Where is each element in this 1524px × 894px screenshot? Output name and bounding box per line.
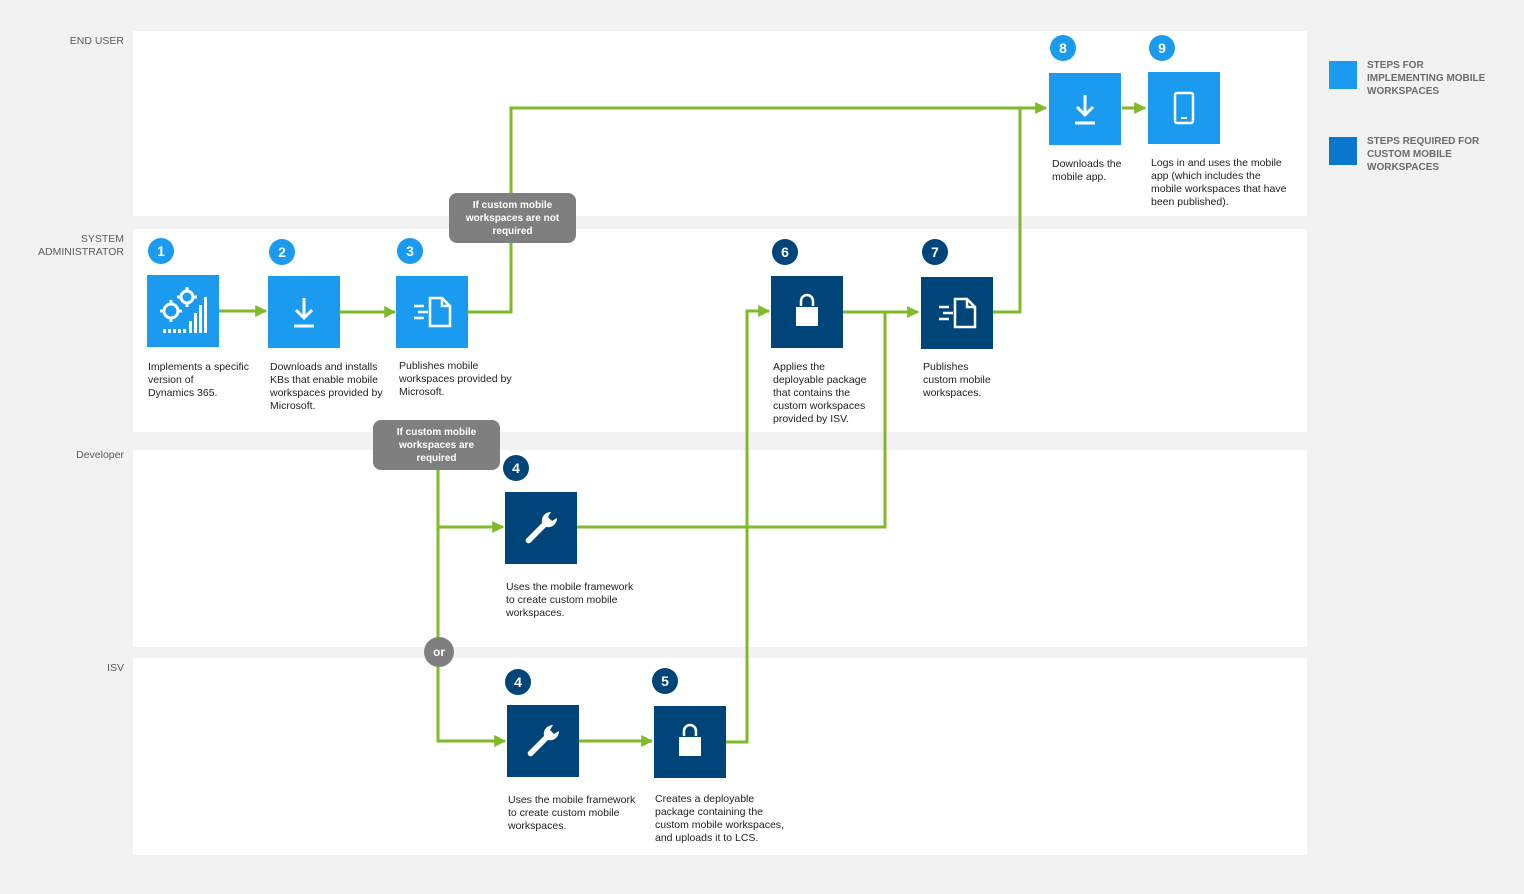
connector-dev4-7 xyxy=(577,312,887,529)
step-1-box[interactable] xyxy=(147,275,219,347)
step-6-caption: Applies the deployable package that cont… xyxy=(773,361,867,425)
step-5-caption: Creates a deployable package containing … xyxy=(655,793,784,844)
mobile-device-icon xyxy=(1173,91,1195,125)
step-8-box[interactable] xyxy=(1049,73,1121,145)
gears-chart-icon xyxy=(160,287,207,333)
lane-label-system-administrator: SYSTEM ADMINISTRATOR xyxy=(38,233,124,258)
step-3-badge: 3 xyxy=(397,238,423,264)
lane-label-isv: ISV xyxy=(107,662,124,674)
step-4-developer-box[interactable] xyxy=(505,492,577,564)
or-badge: or xyxy=(424,637,454,667)
step-4-isv-caption: Uses the mobile framework to create cust… xyxy=(508,794,636,832)
connector-7-8 xyxy=(993,108,1022,314)
step-9-badge: 9 xyxy=(1149,35,1175,61)
step-1-caption: Implements a specific version of Dynamic… xyxy=(148,361,249,399)
wrench-icon xyxy=(527,724,560,757)
step-3-caption: Publishes mobile workspaces provided by … xyxy=(399,360,512,398)
step-9-caption: Logs in and uses the mobile app (which i… xyxy=(1151,157,1287,208)
step-2-caption: Downloads and installs KBs that enable m… xyxy=(270,361,383,412)
step-5-box[interactable] xyxy=(654,706,726,778)
step-4-isv-badge: 4 xyxy=(505,669,531,695)
step-7-badge: 7 xyxy=(922,239,948,265)
step-7-box[interactable] xyxy=(921,277,993,349)
step-2-badge: 2 xyxy=(269,239,295,265)
publish-icon xyxy=(414,296,452,328)
lane-developer xyxy=(133,450,1307,647)
lane-label-developer: Developer xyxy=(76,449,124,461)
lane-label-end-user: END USER xyxy=(69,35,124,47)
step-6-box[interactable] xyxy=(771,276,843,348)
step-4-developer-badge: 4 xyxy=(503,455,529,481)
callout-not-required: If custom mobile workspaces are not requ… xyxy=(449,193,576,243)
step-8-badge: 8 xyxy=(1050,35,1076,61)
step-6-badge: 6 xyxy=(772,239,798,265)
legend-swatch-custom xyxy=(1329,137,1357,165)
legend-text-implementing: STEPS FOR IMPLEMENTING MOBILE WORKSPACES xyxy=(1367,60,1486,97)
package-icon xyxy=(679,723,701,756)
step-8-caption: Downloads the mobile app. xyxy=(1052,158,1122,183)
package-icon xyxy=(796,293,818,326)
step-1-badge: 1 xyxy=(148,238,174,264)
step-4-developer-caption: Uses the mobile framework to create cust… xyxy=(506,581,634,619)
step-9-box[interactable] xyxy=(1148,72,1220,144)
step-7-caption: Publishes custom mobile workspaces. xyxy=(923,361,991,399)
download-icon xyxy=(294,298,314,328)
step-4-isv-box[interactable] xyxy=(507,705,579,777)
download-icon xyxy=(1075,95,1095,125)
connector-5-6 xyxy=(726,305,771,744)
step-5-badge: 5 xyxy=(652,668,678,694)
wrench-icon xyxy=(525,511,558,544)
legend-text-custom: STEPS REQUIRED FOR CUSTOM MOBILE WORKSPA… xyxy=(1367,136,1480,173)
callout-required: If custom mobile workspaces are required xyxy=(373,420,500,470)
step-3-box[interactable] xyxy=(396,276,468,348)
legend-swatch-implementing xyxy=(1329,61,1357,89)
step-2-box[interactable] xyxy=(268,276,340,348)
publish-icon xyxy=(939,297,977,329)
